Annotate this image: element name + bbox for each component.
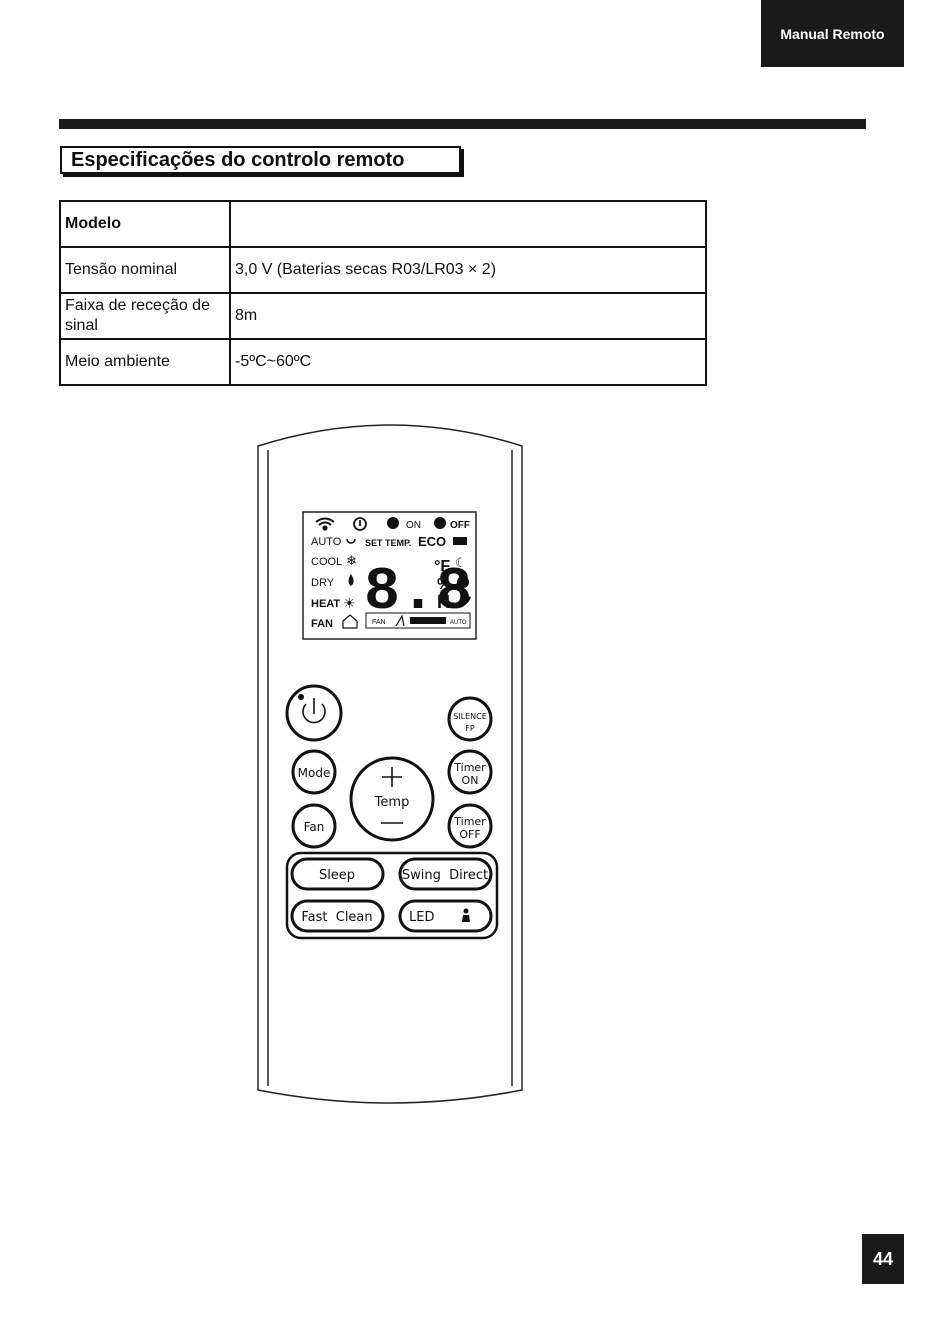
swing-direct-button[interactable]: Swing Direct — [398, 857, 493, 891]
lcd-fan-label: FAN — [311, 618, 333, 630]
swing-direct-label: Swing Direct — [402, 868, 488, 883]
mode-label: Mode — [298, 766, 331, 780]
fast-clean-label: Fast Clean — [301, 910, 372, 925]
spec-value: 3,0 V (Baterias secas R03/LR03 × 2) — [229, 246, 707, 294]
page-number: 44 — [862, 1234, 904, 1284]
timer-off-button[interactable]: Timer OFF — [447, 803, 493, 849]
fan-speed-bar — [365, 612, 471, 629]
leaf-icon — [456, 596, 471, 607]
snowflake-icon: ❄ — [346, 553, 357, 568]
lcd-cool-label: COOL — [311, 556, 342, 568]
table-row: Modelo — [59, 200, 707, 248]
mode-button[interactable]: Mode — [291, 749, 337, 795]
sleep-label: Sleep — [319, 868, 355, 883]
header-rule — [59, 119, 866, 129]
led-button[interactable]: LED — [398, 899, 493, 933]
spec-label: Tensão nominal — [59, 246, 231, 294]
spec-value: -5ºC~60ºC — [229, 338, 707, 386]
timer-off-top-label: Timer — [453, 815, 486, 828]
lcd-off-label: OFF — [450, 520, 470, 531]
silence-fp-button[interactable]: SILENCE FP — [447, 696, 493, 742]
auto-cycle-icon — [346, 538, 356, 544]
silence-label: SILENCE — [453, 712, 487, 721]
wifi-icon — [315, 517, 335, 531]
power-status-icon — [353, 517, 367, 531]
table-row: Tensão nominal 3,0 V (Baterias secas R03… — [59, 246, 707, 294]
spec-value — [229, 200, 707, 248]
table-row: Faixa de receção de sinal 8m — [59, 292, 707, 340]
sleep-moon-icon: ☾ — [455, 555, 467, 570]
battery-icon — [453, 537, 467, 545]
lcd-fan-bar-auto: AUTO — [450, 620, 467, 626]
lcd-texts: ON OFF AUTO SET TEMP. ECO COOL DRY HEAT … — [311, 520, 472, 630]
table-row: Meio ambiente -5ºC~60ºC — [59, 338, 707, 386]
lcd-deg-f-label: °F — [434, 558, 450, 575]
sleep-button[interactable]: Sleep — [290, 857, 385, 891]
lcd-digits: 8.8 — [364, 559, 472, 627]
clock-on-icon — [387, 517, 399, 529]
lcd-fan-bar-label: FAN — [372, 619, 386, 626]
timer-on-top-label: Timer — [453, 761, 486, 774]
sun-icon: ☀ — [343, 595, 356, 611]
function-button-group — [285, 851, 499, 940]
spec-value: 8m — [229, 292, 707, 340]
power-button[interactable] — [285, 684, 343, 742]
remote-body — [257, 424, 523, 1104]
spec-table: Modelo Tensão nominal 3,0 V (Baterias se… — [59, 200, 707, 386]
power-icon — [302, 703, 326, 724]
section-tab: Manual Remoto — [761, 0, 904, 67]
spec-label: Faixa de receção de sinal — [59, 292, 231, 340]
lcd-auto-label: AUTO — [311, 536, 342, 548]
house-icon — [342, 614, 358, 629]
lcd-icons: ❄ ☀ ☾ — [315, 517, 471, 629]
timer-off-bottom-label: OFF — [459, 828, 480, 841]
clock-off-icon — [434, 517, 446, 529]
fan-label: Fan — [304, 820, 325, 834]
lcd-set-temp-label: SET TEMP. — [365, 538, 411, 548]
lcd-eco-label: ECO — [418, 534, 446, 549]
fp-label: FP — [465, 724, 475, 733]
lcd-h-label: H — [437, 592, 450, 612]
lcd-percent-label: % — [437, 576, 451, 593]
temp-label: Temp — [374, 795, 410, 810]
led-label: LED — [409, 910, 434, 925]
page-title: Especificações do controlo remoto — [60, 146, 461, 174]
timer-on-button[interactable]: Timer ON — [447, 749, 493, 795]
timer-on-bottom-label: ON — [462, 774, 479, 787]
person-sensor-icon — [457, 576, 469, 588]
water-drop-icon — [348, 574, 354, 586]
person-icon — [462, 908, 470, 922]
lcd-screen — [302, 511, 477, 640]
lcd-heat-label: HEAT — [311, 598, 340, 610]
spec-label: Meio ambiente — [59, 338, 231, 386]
lcd-on-label: ON — [406, 520, 421, 531]
lcd-dry-label: DRY — [311, 577, 335, 589]
fast-clean-button[interactable]: Fast Clean — [290, 899, 385, 933]
temp-button[interactable]: Temp — [349, 756, 435, 842]
spec-label: Modelo — [59, 200, 231, 248]
fan-button[interactable]: Fan — [291, 803, 337, 849]
